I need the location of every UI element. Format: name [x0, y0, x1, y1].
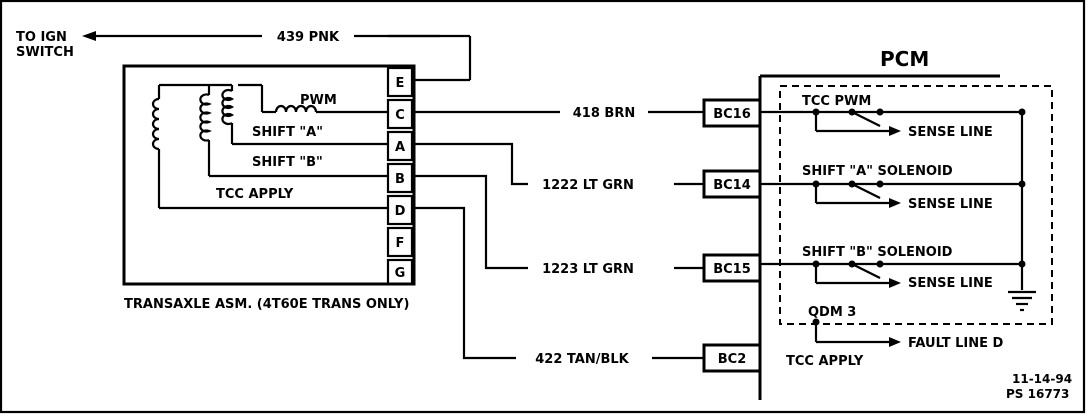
ign-label-line1: TO IGN	[16, 30, 67, 45]
connector-bc14-label: BC14	[713, 178, 751, 193]
wire-1223-label: 1223 LT GRN	[542, 262, 634, 277]
pin-c-label: C	[395, 108, 405, 123]
pin-f-label: F	[396, 236, 405, 251]
ps-code: PS 16773	[1006, 387, 1069, 401]
sense-line-1-label: SENSE LINE	[908, 125, 993, 140]
coil-shift-a-icon	[221, 85, 235, 144]
fault-line-label: FAULT LINE D	[908, 336, 1004, 351]
pin-a-label: A	[395, 140, 405, 155]
pin-b	[386, 162, 414, 194]
label-bg-439	[262, 28, 354, 44]
connector-bc2-label: BC2	[718, 352, 747, 367]
pin-c	[386, 98, 414, 130]
pin-b-label: B	[395, 172, 405, 187]
shift-a-solenoid-label: SHIFT "A" SOLENOID	[802, 164, 953, 179]
wire-1222-label: 1222 LT GRN	[542, 178, 634, 193]
tcc-apply-label: TCC APPLY	[216, 187, 294, 202]
pin-e	[386, 66, 414, 98]
pin-d	[386, 194, 414, 226]
shift-a-driver	[760, 180, 1026, 208]
wire-422-a	[412, 206, 516, 360]
pin-f	[386, 226, 414, 258]
wire-1223-a	[412, 174, 528, 270]
pcm-internal-dashed-box	[779, 85, 1053, 325]
pin-g	[386, 258, 414, 286]
wire-418-label: 418 BRN	[573, 106, 635, 121]
coil-pwm-icon	[238, 83, 388, 114]
pin-e-label: E	[396, 76, 405, 91]
pin-a	[386, 130, 414, 162]
tcc-pwm-driver	[760, 108, 1026, 136]
sense-line-2-label: SENSE LINE	[908, 197, 993, 212]
wire-1222-a	[412, 142, 528, 186]
shift-b-label: SHIFT "B"	[252, 155, 323, 170]
pin-d-label: D	[395, 204, 406, 219]
qdm3-label: QDM 3	[808, 305, 856, 320]
pin-column: E C A B D F G	[386, 66, 414, 286]
tcc-pwm-label: TCC PWM	[802, 94, 871, 109]
pcm-tcc-apply-label: TCC APPLY	[786, 354, 864, 369]
transaxle-caption: TRANSAXLE ASM. (4T60E TRANS ONLY)	[124, 297, 409, 312]
ground-symbol-icon	[1008, 290, 1036, 312]
coil-shift-b-icon	[199, 85, 212, 176]
shift-b-solenoid-label: SHIFT "B" SOLENOID	[802, 245, 953, 260]
pwm-label: PWM	[300, 93, 337, 108]
arrow-to-ign-icon	[82, 31, 96, 41]
connector-bc15-label: BC15	[713, 262, 751, 277]
coil-tcc-icon	[151, 85, 161, 208]
shift-a-label: SHIFT "A"	[252, 125, 323, 140]
qdm3-fault-path	[812, 318, 901, 347]
wire-439-label: 439 PNK	[277, 30, 340, 45]
date-code: 11-14-94	[1012, 372, 1072, 386]
shift-b-driver	[760, 260, 1026, 288]
ign-label-line2: SWITCH	[16, 45, 74, 60]
sense-line-3-label: SENSE LINE	[908, 276, 993, 291]
pin-g-label: G	[395, 266, 406, 281]
pcm-title: PCM	[880, 47, 929, 71]
wire-422-label: 422 TAN/BLK	[535, 352, 629, 367]
connector-bc16-label: BC16	[713, 107, 751, 122]
